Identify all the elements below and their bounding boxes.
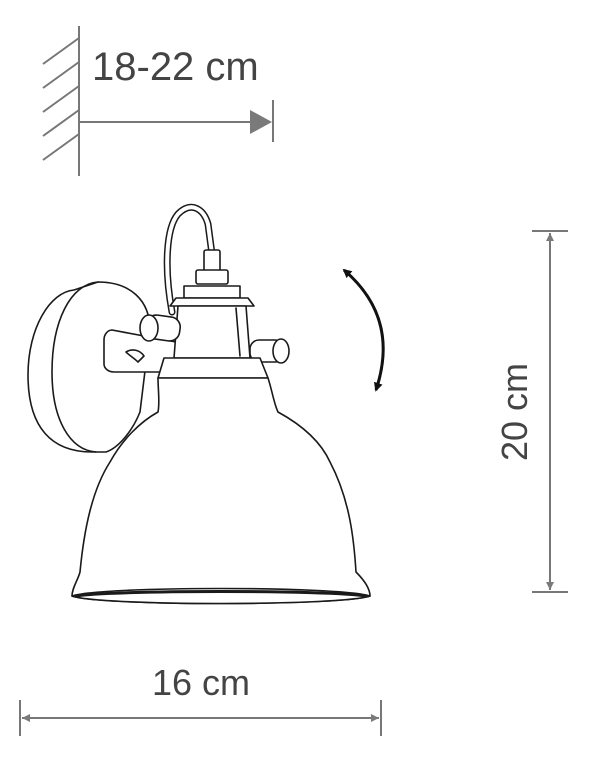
wall-distance-arrowhead xyxy=(250,110,272,134)
lamp-socket xyxy=(173,305,251,359)
width-dimension xyxy=(19,700,382,736)
height-dimension xyxy=(532,230,568,593)
wall-lamp-drawing xyxy=(27,203,371,605)
curved-double-arrow-icon xyxy=(342,268,385,392)
height-label: 20 cm xyxy=(494,363,535,461)
adjustment-knob-left xyxy=(139,314,182,342)
wall-plate xyxy=(27,281,151,453)
adjustment-knob-right xyxy=(249,338,290,364)
wall-hatch-icon xyxy=(42,26,80,176)
wall-distance-label: 18-22 cm xyxy=(92,45,259,89)
wall-distance-dimension: 18-22 cm xyxy=(80,45,274,142)
socket-cap xyxy=(169,249,255,307)
width-label: 16 cm xyxy=(152,662,250,703)
shade-neck xyxy=(157,357,269,379)
